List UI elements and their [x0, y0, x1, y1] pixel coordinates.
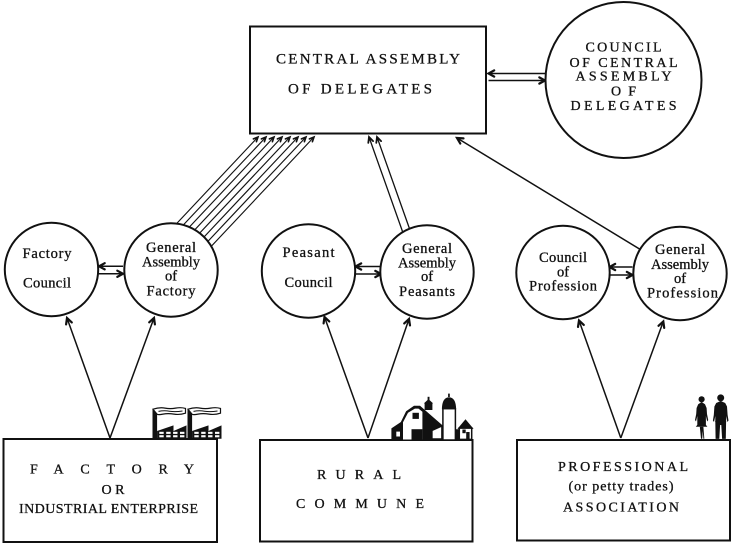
svg-text:ASSOCIATION: ASSOCIATION [563, 500, 679, 515]
svg-text:Factory: Factory [23, 246, 73, 262]
svg-text:INDUSTRIAL ENTERPRISE: INDUSTRIAL ENTERPRISE [19, 502, 198, 517]
svg-text:ASSEMBLY: ASSEMBLY [576, 70, 672, 85]
svg-text:OF DELEGATES: OF DELEGATES [288, 82, 432, 98]
svg-text:OF CENTRAL: OF CENTRAL [570, 56, 678, 71]
svg-text:Council: Council [285, 275, 333, 291]
svg-text:Council: Council [539, 250, 587, 266]
svg-text:Profession: Profession [647, 286, 719, 302]
svg-text:RURAL: RURAL [317, 468, 401, 483]
svg-text:DELEGATES: DELEGATES [571, 99, 677, 114]
svg-text:Assembly: Assembly [651, 257, 710, 273]
svg-text:Factory: Factory [147, 283, 197, 299]
svg-text:General: General [146, 240, 196, 256]
svg-text:General: General [402, 241, 452, 257]
svg-text:of: of [557, 264, 569, 280]
svg-text:Peasants: Peasants [399, 284, 455, 300]
svg-text:of: of [674, 271, 686, 287]
svg-text:Assembly: Assembly [142, 255, 201, 271]
svg-text:of: of [421, 269, 433, 285]
svg-text:of: of [165, 268, 177, 284]
svg-text:(or petty trades): (or petty trades) [569, 479, 674, 494]
svg-text:Council: Council [23, 275, 71, 291]
svg-text:General: General [655, 242, 705, 258]
svg-text:Assembly: Assembly [398, 255, 457, 271]
svg-text:CENTRAL ASSEMBLY: CENTRAL ASSEMBLY [276, 51, 460, 67]
svg-text:COMMUNE: COMMUNE [296, 497, 424, 512]
svg-text:Profession: Profession [529, 279, 598, 295]
svg-text:Peasant: Peasant [283, 245, 335, 261]
svg-text:COUNCIL: COUNCIL [586, 40, 662, 55]
